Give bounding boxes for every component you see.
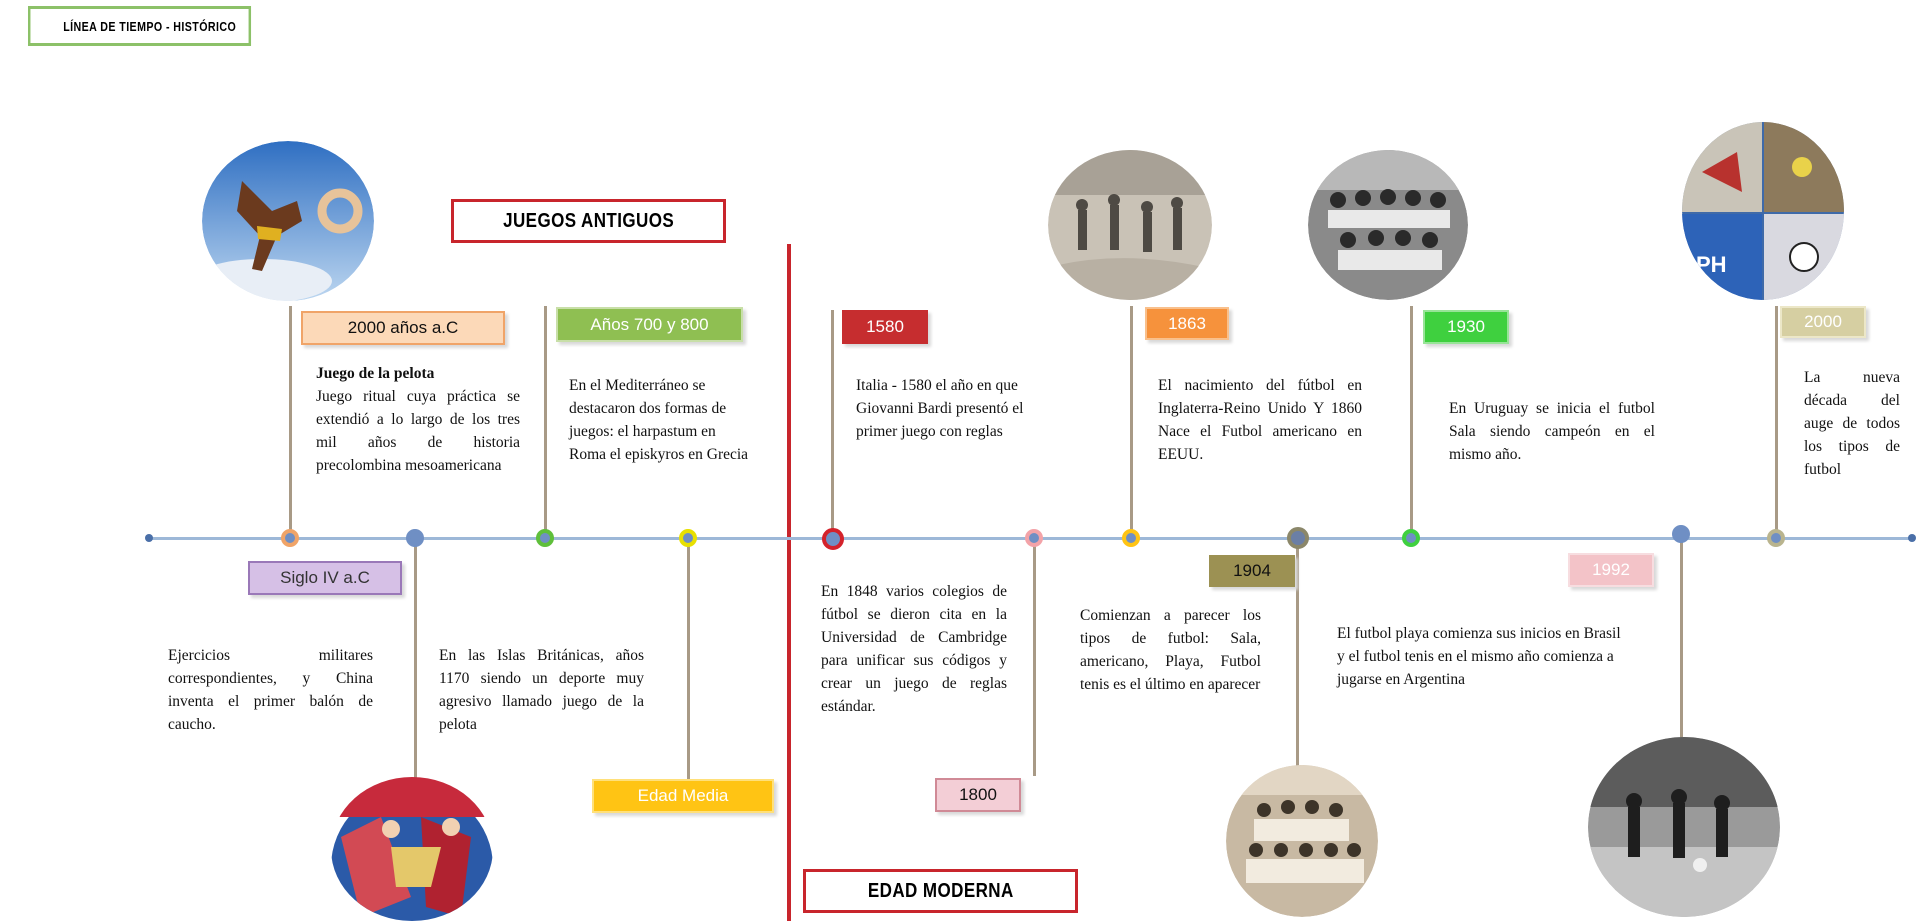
node-media: [679, 529, 697, 547]
desc-siglo: Ejercicios militares correspondientes, y…: [168, 647, 373, 733]
node-2000ac: [281, 529, 299, 547]
photo-football-collage: PH: [1682, 122, 1844, 300]
photo-early-football-sketch: [1048, 150, 1212, 300]
stem-media: [687, 538, 690, 783]
desc-2000ac: Juego de la pelota Juego ritual cuya prá…: [316, 362, 520, 477]
stem-2000ac: [289, 306, 292, 538]
desc-1930: En Uruguay se inicia el futbol Sala sien…: [1449, 400, 1655, 463]
stem-1863: [1130, 306, 1133, 538]
desc-1904: Comienzan a parecer los tipos de futbol:…: [1080, 607, 1261, 693]
era-divider: [787, 244, 791, 921]
svg-text:PH: PH: [1696, 252, 1727, 277]
node-1904: [1287, 527, 1309, 549]
node-1863: [1122, 529, 1140, 547]
node-1580: [822, 528, 844, 550]
stem-700: [544, 306, 547, 538]
label-1992: 1992: [1568, 553, 1654, 587]
node-2000: [1767, 529, 1785, 547]
desc-1800: En 1848 varios colegios de fútbol se die…: [821, 583, 1007, 715]
section-title-modern: EDAD MODERNA: [803, 869, 1078, 913]
desc-2000: La nueva década del auge de todos los ti…: [1804, 369, 1900, 478]
stem-2000: [1775, 306, 1778, 538]
page-title: LÍNEA DE TIEMPO - HISTÓRICO: [28, 6, 252, 46]
label-700: Años 700 y 800: [556, 307, 743, 342]
node-700: [536, 529, 554, 547]
desc-1863: El nacimiento del fútbol en Inglaterra-R…: [1158, 377, 1362, 463]
axis-start-dot: [145, 534, 153, 542]
photo-ancient-ballgame: [202, 141, 374, 301]
label-1930: 1930: [1423, 310, 1509, 344]
desc-2000ac-text: Juego ritual cuya práctica se extendió a…: [316, 388, 520, 474]
axis-end-dot: [1908, 534, 1916, 542]
label-1800: 1800: [935, 778, 1021, 812]
section-title-ancient: JUEGOS ANTIGUOS: [451, 199, 726, 243]
photo-1904-team: [1226, 765, 1378, 917]
stem-1580: [831, 310, 834, 538]
node-1992: [1672, 525, 1690, 543]
stem-1930: [1410, 306, 1413, 538]
desc-media: En las Islas Británicas, años 1170 siend…: [439, 647, 644, 733]
desc-1580: Italia - 1580 el año en que Giovanni Bar…: [856, 377, 1024, 440]
label-2000ac: 2000 años a.C: [301, 311, 505, 345]
section-title-ancient-label: JUEGOS ANTIGUOS: [502, 209, 675, 232]
stem-1904: [1296, 538, 1299, 778]
label-1580: 1580: [842, 310, 928, 344]
photo-beach-football: [1588, 737, 1780, 917]
label-1904: 1904: [1209, 555, 1295, 587]
label-1863: 1863: [1145, 307, 1229, 340]
desc-1992: El futbol playa comienza sus inicios en …: [1337, 625, 1621, 688]
photo-china-cuju: [331, 777, 493, 921]
stem-siglo: [414, 538, 417, 778]
stem-1992: [1680, 534, 1683, 738]
desc-700: En el Mediterráneo se destacaron dos for…: [569, 377, 749, 463]
stem-1800: [1033, 538, 1036, 776]
node-1800: [1025, 529, 1043, 547]
section-title-modern-label: EDAD MODERNA: [867, 879, 1014, 902]
desc-2000ac-title: Juego de la pelota: [316, 365, 435, 382]
photo-uruguay-team: [1308, 150, 1468, 300]
node-siglo: [406, 529, 424, 547]
node-1930: [1402, 529, 1420, 547]
label-siglo: Siglo IV a.C: [248, 561, 402, 595]
label-2000: 2000: [1780, 306, 1866, 338]
label-media: Edad Media: [592, 779, 774, 813]
